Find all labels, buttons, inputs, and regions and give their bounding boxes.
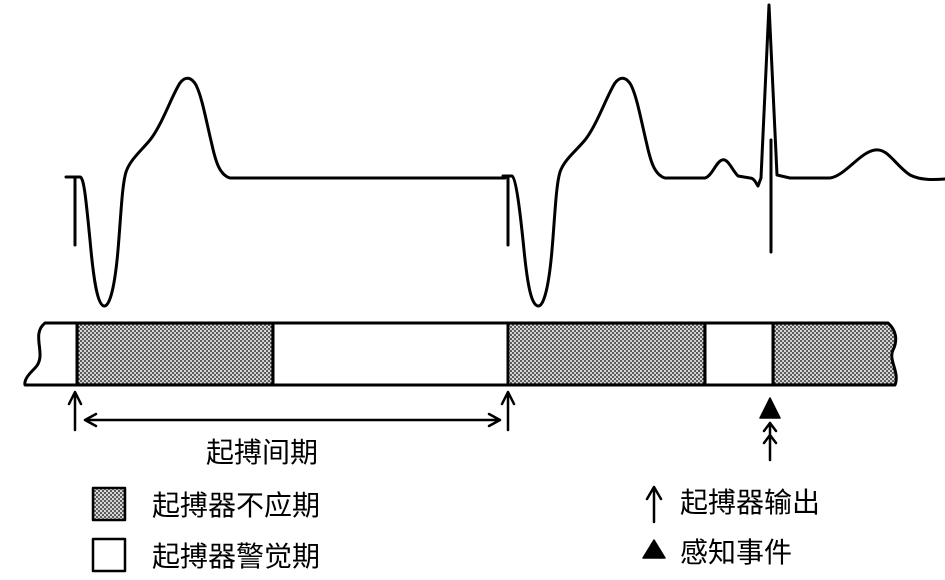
legend: 起搏器不应期 起搏器警觉期 起搏器输出 感知事件 <box>91 485 820 573</box>
stipple-swatch-icon <box>93 488 125 520</box>
timing-bar-outline <box>23 321 898 387</box>
paced-beat-1 <box>64 76 507 308</box>
legend-label-alert: 起搏器警觉期 <box>152 540 320 573</box>
up-arrow-icon <box>67 390 83 432</box>
stipple-swatch-border <box>91 486 127 522</box>
filled-triangle-icon <box>642 539 666 559</box>
paced-beat-2 <box>501 3 945 308</box>
alert-period-1 <box>273 323 508 385</box>
legend-item-pacing-output: 起搏器输出 <box>645 485 820 524</box>
pacing-output-marker-2 <box>500 390 516 432</box>
pacing-interval-label: 起搏间期 <box>206 436 318 469</box>
alert-period-2 <box>705 323 773 385</box>
refractory-period-2 <box>508 323 705 385</box>
legend-item-alert: 起搏器警觉期 <box>91 537 320 573</box>
legend-label-sensed-event: 感知事件 <box>680 536 792 569</box>
blank-swatch-icon <box>93 539 125 571</box>
refractory-period-1 <box>77 323 273 385</box>
legend-item-refractory: 起搏器不应期 <box>91 486 320 522</box>
pacing-output-marker-1 <box>67 390 83 432</box>
up-arrow-icon <box>645 485 663 524</box>
up-arrow-icon <box>500 390 516 432</box>
legend-item-sensed-event: 感知事件 <box>642 536 792 569</box>
double-headed-arrow-icon <box>83 412 502 428</box>
refractory-period-3 <box>773 323 897 385</box>
legend-label-refractory: 起搏器不应期 <box>152 489 320 522</box>
pacing-interval-arrow <box>83 412 502 428</box>
blank-swatch-border <box>91 537 127 573</box>
timing-bar <box>23 321 898 387</box>
ecg-waveform <box>64 3 945 308</box>
filled-triangle-icon <box>759 397 781 419</box>
sensed-event-marker <box>759 397 781 462</box>
legend-label-pacing-output: 起搏器输出 <box>680 486 820 519</box>
double-up-arrow-icon <box>762 421 778 462</box>
